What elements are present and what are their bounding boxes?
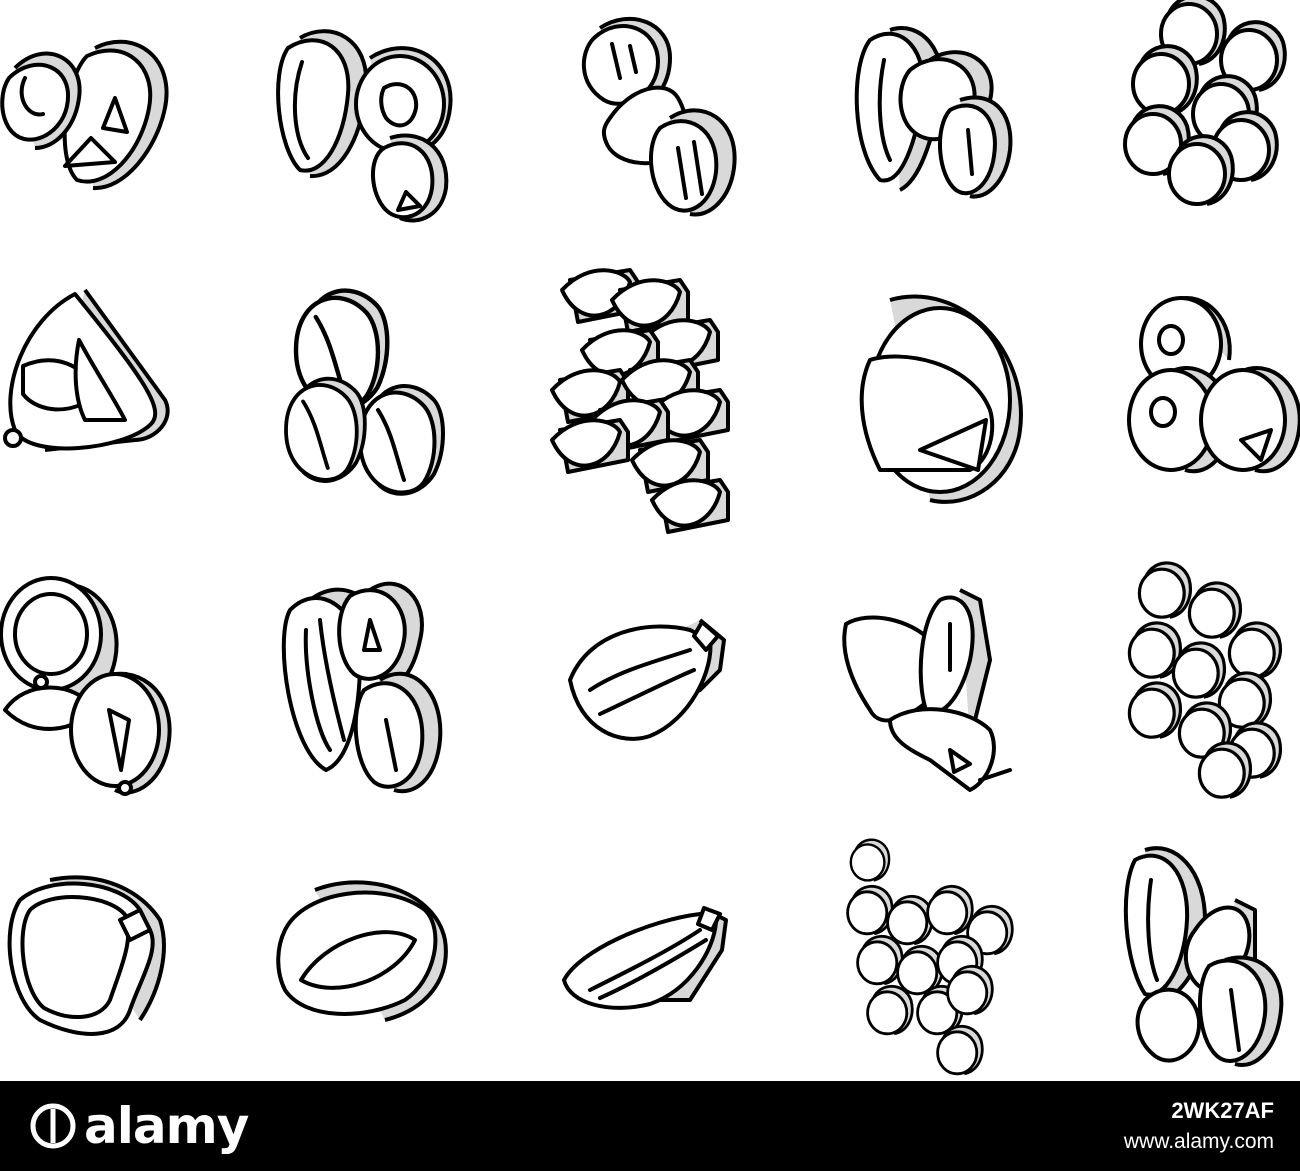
seed-icon-row1-col2 (276, 29, 453, 223)
seed-icon-row4-col1 (7, 875, 166, 1036)
seed-icon-row4-col3 (562, 906, 728, 1010)
seed-icon-row4-col5 (1123, 846, 1284, 1068)
alamy-logo-icon (30, 1103, 76, 1149)
seed-icon-row2-col2 (284, 291, 445, 496)
seed-icon-row3-col4 (842, 588, 1012, 792)
seed-icon-row4-col4 (846, 838, 1014, 1076)
brand-name: alamy (84, 1097, 249, 1155)
seed-icon-row3-col1 (0, 576, 172, 796)
image-id: 2WK27AF (1171, 1098, 1274, 1123)
seed-icon-row2-col5 (1127, 296, 1300, 474)
seed-icons-illustration (0, 0, 1300, 1076)
seed-icon-row1-col1 (0, 39, 169, 191)
brand-logo: alamy (30, 1097, 249, 1155)
seed-icon-row4-col2 (276, 880, 448, 1022)
watermark-bar: alamy 2WK27AF www.alamy.com (0, 1081, 1300, 1171)
watermark-meta: 2WK27AF www.alamy.com (1124, 1098, 1274, 1154)
seed-icon-row3-col5 (1127, 561, 1282, 799)
seed-icon-row3-col2 (281, 581, 443, 794)
seed-icon-row2-col4 (859, 294, 1023, 504)
seed-icon-row1-col5 (1123, 0, 1287, 206)
seed-icon-row2-col1 (3, 288, 170, 452)
seed-icon-row2-col3 (550, 268, 730, 534)
seed-icon-row1-col4 (854, 26, 1013, 199)
site-url: www.alamy.com (1123, 1130, 1274, 1153)
seed-icon-row1-col3 (581, 16, 737, 217)
seed-icon-row3-col3 (568, 618, 726, 741)
